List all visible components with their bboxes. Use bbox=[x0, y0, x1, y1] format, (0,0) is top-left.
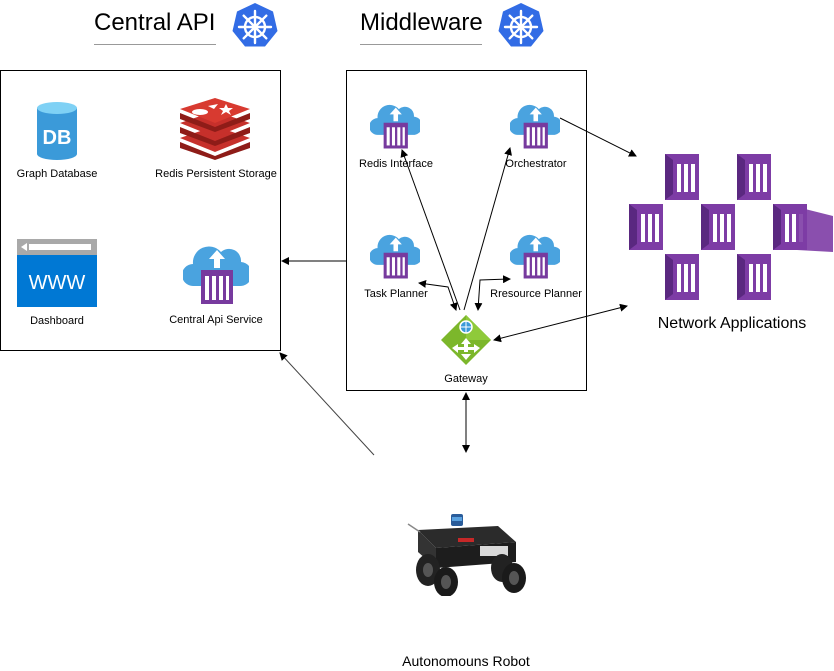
graph-database-label: Graph Database bbox=[16, 168, 98, 180]
middleware-header: Middleware bbox=[360, 9, 483, 36]
database-icon: DB bbox=[37, 102, 77, 160]
svg-text:DB: DB bbox=[43, 127, 72, 149]
container-cloud-icon bbox=[370, 234, 420, 279]
network-applications-label: Network Applications bbox=[657, 315, 807, 332]
website-icon: WWW bbox=[17, 239, 97, 307]
resource-planner-label: Rresource Planner bbox=[490, 288, 582, 300]
redis-interface-label: Redis Interface bbox=[359, 158, 433, 170]
gateway-label: Gateway bbox=[444, 373, 488, 385]
central-api-header-underline bbox=[94, 44, 216, 45]
central-api-header: Central API bbox=[94, 9, 216, 36]
kubernetes-icon bbox=[498, 3, 544, 47]
redis-icon bbox=[180, 98, 250, 160]
container-cloud-icon bbox=[510, 234, 560, 279]
svg-text:WWW: WWW bbox=[29, 272, 86, 294]
robot-icon bbox=[407, 514, 526, 596]
middleware-header-underline bbox=[360, 44, 482, 45]
robot-label: Autonomouns Robot bbox=[402, 653, 530, 669]
task-planner-label: Task Planner bbox=[364, 288, 428, 300]
container-cloud-icon bbox=[183, 246, 249, 304]
container-cloud-icon bbox=[510, 104, 560, 149]
gateway-icon bbox=[441, 315, 491, 365]
app-services-icon bbox=[629, 154, 833, 300]
redis-storage-label: Redis Persistent Storage bbox=[155, 168, 277, 180]
orchestrator-label: Orchestrator bbox=[505, 158, 567, 170]
kubernetes-icon bbox=[232, 3, 278, 47]
dashboard-label: Dashboard bbox=[30, 315, 84, 327]
central-api-service-label: Central Api Service bbox=[169, 314, 263, 326]
container-cloud-icon bbox=[370, 104, 420, 149]
